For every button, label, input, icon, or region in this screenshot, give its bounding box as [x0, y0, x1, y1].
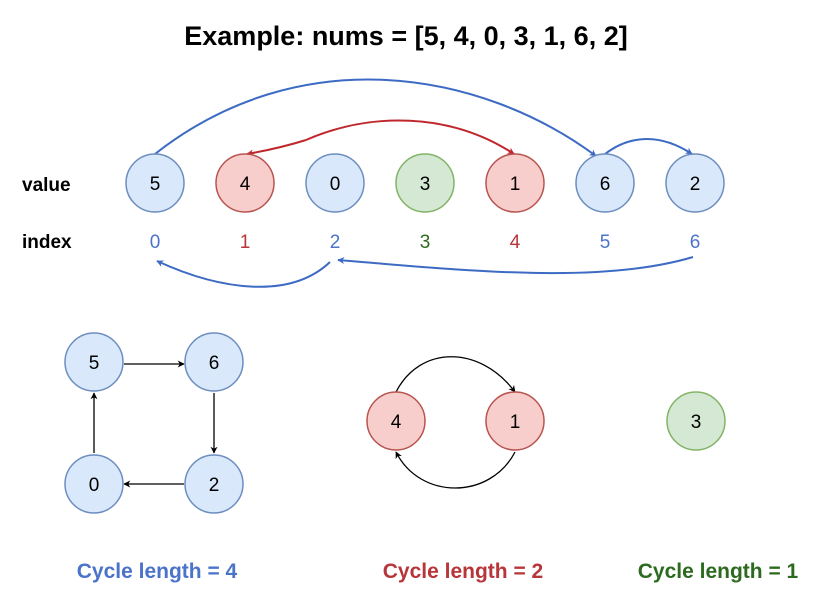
array-node-6: 2 [665, 153, 725, 213]
array-node-2: 0 [305, 153, 365, 213]
cycle-node-3: 3 [666, 391, 726, 451]
array-node-0: 5 [125, 153, 185, 213]
cycle-node-4: 4 [366, 391, 426, 451]
array-node-3: 3 [395, 153, 455, 213]
cycle-node-2: 2 [184, 454, 244, 514]
cycle-node-6: 6 [184, 332, 244, 392]
edge-1-to-4 [395, 451, 516, 489]
array-node-value: 2 [690, 174, 701, 195]
cycle-node-0: 0 [64, 454, 124, 514]
index-label-4: 4 [510, 232, 521, 253]
array-node-value: 6 [600, 174, 611, 195]
cycle-node-value: 4 [391, 412, 402, 433]
caption-cycle-length-4: Cycle length = 4 [77, 560, 238, 583]
cycle-node-value: 0 [89, 475, 100, 496]
index-label-6: 6 [690, 232, 701, 253]
array-node-5: 6 [575, 153, 635, 213]
array-node-value: 3 [420, 174, 431, 195]
caption-cycle-length-1: Cycle length = 1 [638, 560, 799, 583]
arrow-red-to-index1 [246, 139, 307, 157]
diagram-title: Example: nums = [5, 4, 0, 3, 1, 6, 2] [184, 21, 627, 51]
arrow-index2-to-index0 [156, 260, 331, 288]
array-node-value: 5 [150, 174, 161, 195]
index-label-0: 0 [150, 232, 161, 253]
cycle-length-2-graph: 4 1 [366, 356, 545, 489]
arrow-index5-to-index6 [604, 138, 693, 155]
cycle-node-value: 6 [209, 353, 220, 374]
index-label-1: 1 [240, 232, 251, 253]
row-label-index: index [22, 232, 72, 253]
arrow-index0-to-index5 [154, 78, 597, 157]
index-label-5: 5 [600, 232, 611, 253]
array-node-1: 4 [215, 153, 275, 213]
cycle-length-1-graph: 3 [666, 391, 726, 451]
cycle-node-value: 2 [209, 475, 220, 496]
cycle-node-value: 3 [691, 412, 702, 433]
array-node-value: 4 [240, 174, 251, 195]
index-label-2: 2 [330, 232, 341, 253]
row-label-value: value [22, 175, 71, 196]
cycle-node-1: 1 [485, 391, 545, 451]
cycle-node-5: 5 [64, 332, 124, 392]
cycle-node-value: 1 [510, 412, 521, 433]
array-node-4: 1 [485, 153, 545, 213]
cycle-length-4-graph: 5 6 2 0 [64, 332, 244, 514]
arrow-index6-to-index2 [337, 256, 694, 275]
array-node-value: 1 [510, 174, 521, 195]
arrow-red-to-index4 [305, 119, 515, 155]
index-label-3: 3 [420, 232, 431, 253]
array-node-value: 0 [330, 174, 341, 195]
cycle-node-value: 5 [89, 353, 100, 374]
edge-4-to-1 [395, 356, 516, 393]
caption-cycle-length-2: Cycle length = 2 [383, 560, 543, 583]
